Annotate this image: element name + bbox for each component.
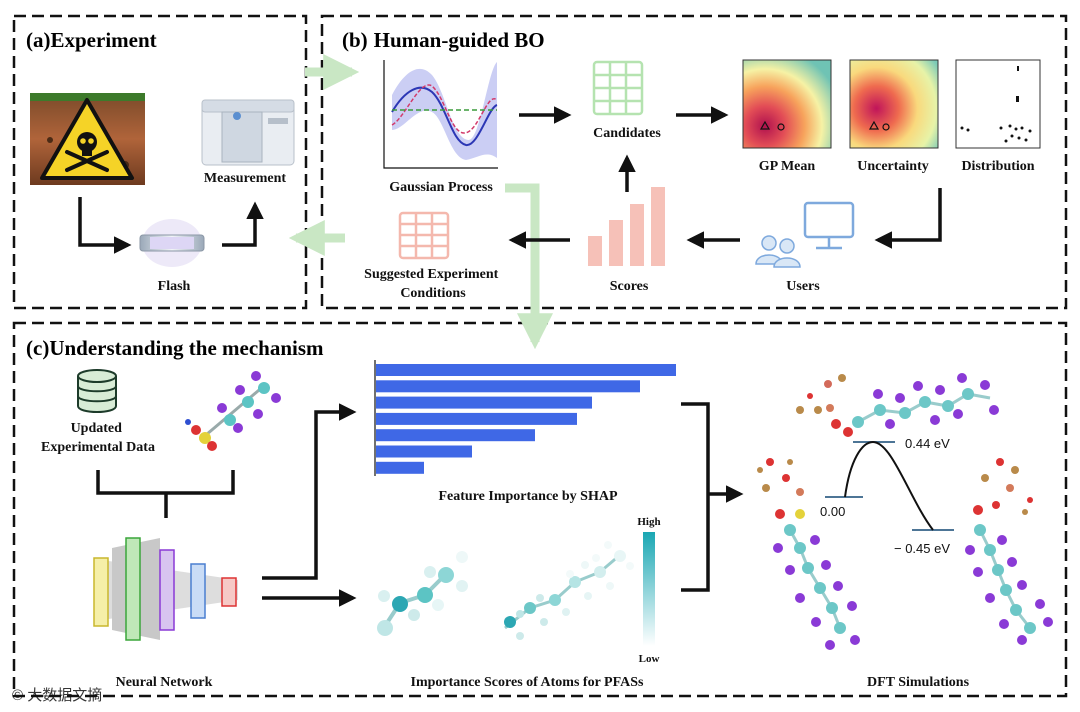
measurement-instrument-icon [201,99,295,166]
colorbar-high-label: High [637,516,660,528]
uncertainty-label: Uncertainty [857,159,929,174]
atoms-caption: Importance Scores of Atoms for PFASs [411,675,644,690]
shap-bar [376,445,472,458]
gp-mean-heatmap [742,59,832,149]
panel-b-title-text: Human-guided BO [374,28,545,52]
connector-data-to-nn [96,470,235,518]
contaminated-soil-icon [30,93,145,185]
panel-a-title: (a)Experiment [26,28,157,52]
panel-a-frame [12,14,308,310]
shap-bar [376,380,640,393]
panel-b-title: (b)Human-guided BO [342,28,545,52]
scores-label: Scores [610,279,649,294]
arrow-b-to-c [505,183,553,350]
shap-bar [376,461,424,474]
energy-start-label: 0.00 [820,504,845,519]
measurement-label: Measurement [204,171,286,186]
gp-mean-label: GP Mean [759,159,816,174]
dft-molecule-left [757,458,860,650]
neural-network-label: Neural Network [116,675,213,690]
arrow-nn-to-shap [262,403,357,580]
atom-importance-molecule-large [504,541,634,640]
shap-bar [376,412,577,425]
suggested-label-line2: Conditions [400,286,466,301]
panel-c-title: (c)Understanding the mechanism [26,336,324,360]
neural-network-icon [93,537,238,641]
dft-molecule-top [796,373,999,437]
panel-c-title-text: Understanding the mechanism [49,336,324,360]
atom-importance-molecule-small [377,551,468,636]
colorbar-low-label: Low [639,653,660,665]
suggested-label: Suggested Experiment Conditions [364,267,502,301]
users-label: Users [786,279,820,294]
panel-c-prefix: (c) [26,336,49,360]
panel-b-prefix: (b) [342,28,368,52]
panel-a-title-text: Experiment [51,28,157,52]
energy-end-label: − 0.45 eV [894,541,950,556]
suggested-label-line1: Suggested Experiment [364,267,499,282]
energy-barrier-label: 0.44 eV [905,436,950,451]
panel-b-frame [320,14,1068,310]
connector-to-dft [681,402,740,592]
updated-data-line1: Updated [71,421,123,436]
dft-energy-profile [825,440,954,531]
arrow-distribution-to-users [874,188,942,249]
flash-label: Flash [158,279,191,294]
shap-bar [376,429,535,442]
shap-caption: Feature Importance by SHAP [439,489,618,504]
pfas-molecule-icon [185,371,281,451]
distribution-scatter [955,59,1041,149]
updated-data-label: Updated Experimental Data [41,421,155,455]
arrow-soil-to-flash [78,197,132,254]
flash-lamp-icon [139,219,205,267]
suggested-table-icon [398,211,450,260]
shap-bar [376,364,676,376]
gaussian-process-plot [383,60,498,169]
gaussian-process-label: Gaussian Process [389,180,493,195]
updated-data-line2: Experimental Data [41,440,155,455]
users-icon [755,201,855,268]
uncertainty-heatmap [849,59,939,149]
database-icon [77,369,117,413]
shap-bar-group [376,364,676,474]
scores-bar-icon [588,187,665,266]
importance-colorbar [643,532,655,646]
panel-c-frame [12,321,1068,698]
candidates-table-icon [592,60,644,116]
candidates-label: Candidates [593,126,661,141]
panel-a-prefix: (a) [26,28,51,52]
dft-molecule-right [965,458,1053,645]
watermark: © 大数据文摘 [12,686,102,704]
distribution-label: Distribution [961,159,1034,174]
shap-bar [376,396,592,409]
dft-caption: DFT Simulations [867,675,970,690]
arrow-flash-to-measurement [222,201,264,247]
